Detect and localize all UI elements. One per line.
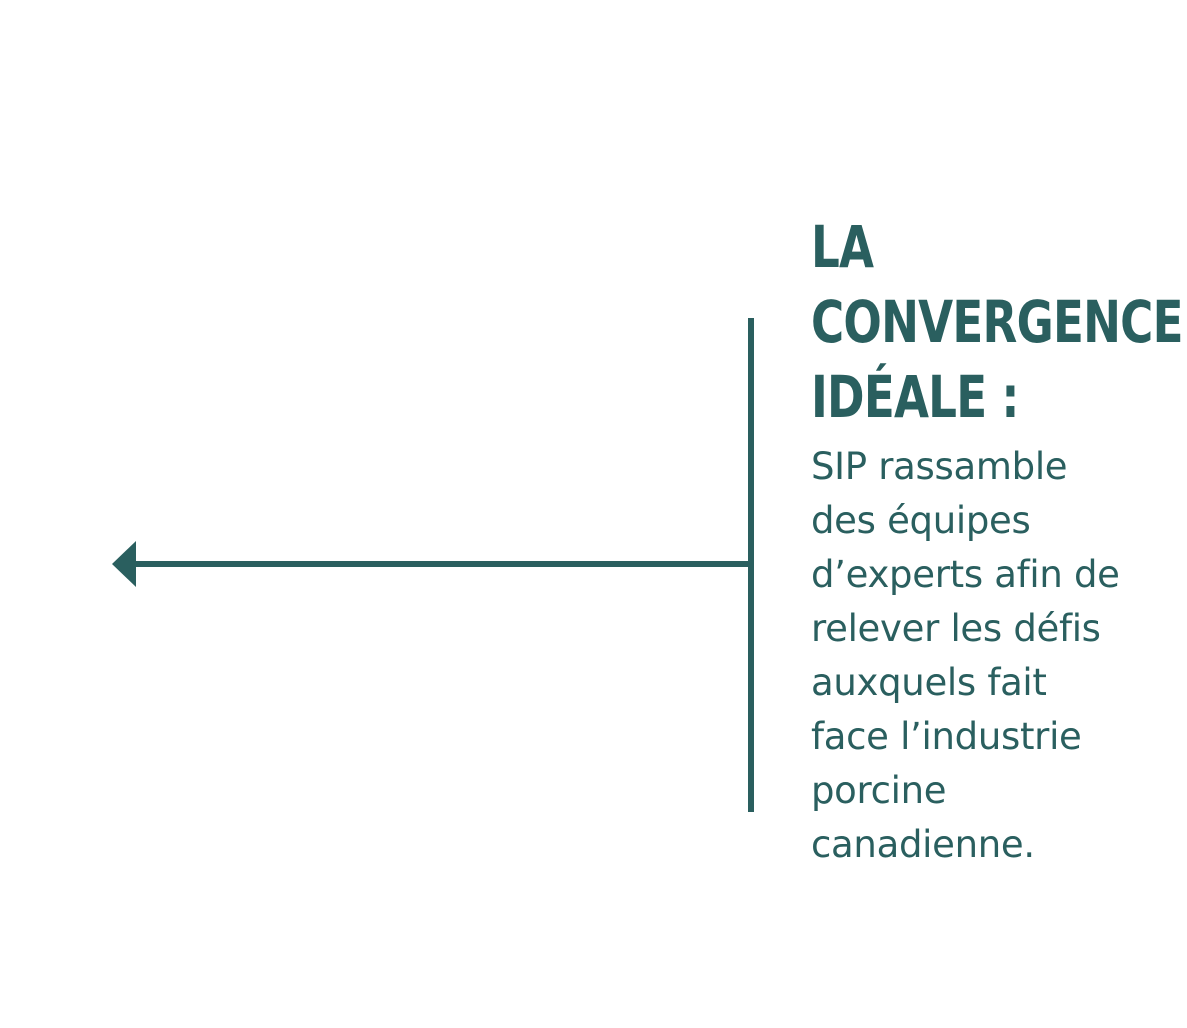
body-line: auxquels fait	[811, 661, 1047, 704]
callout-heading: LA CONVERGENCE IDÉALE :	[811, 210, 1183, 435]
body-line: relever les défis	[811, 607, 1101, 650]
callout-text: LA CONVERGENCE IDÉALE : SIP rassamble de…	[811, 210, 1183, 872]
body-line: face l’industrie	[811, 715, 1082, 758]
heading-line: IDÉALE :	[811, 363, 1019, 431]
arrow-left-icon	[112, 541, 136, 587]
callout-body: SIP rassamble des équipes d’experts afin…	[811, 440, 1187, 872]
body-line: canadienne.	[811, 823, 1035, 866]
body-line: d’experts afin de	[811, 553, 1120, 596]
body-line: porcine	[811, 769, 947, 812]
heading-line: LA	[811, 213, 874, 281]
body-line: SIP rassamble	[811, 445, 1068, 488]
body-line: des équipes	[811, 499, 1031, 542]
heading-line: CONVERGENCE	[811, 288, 1183, 356]
